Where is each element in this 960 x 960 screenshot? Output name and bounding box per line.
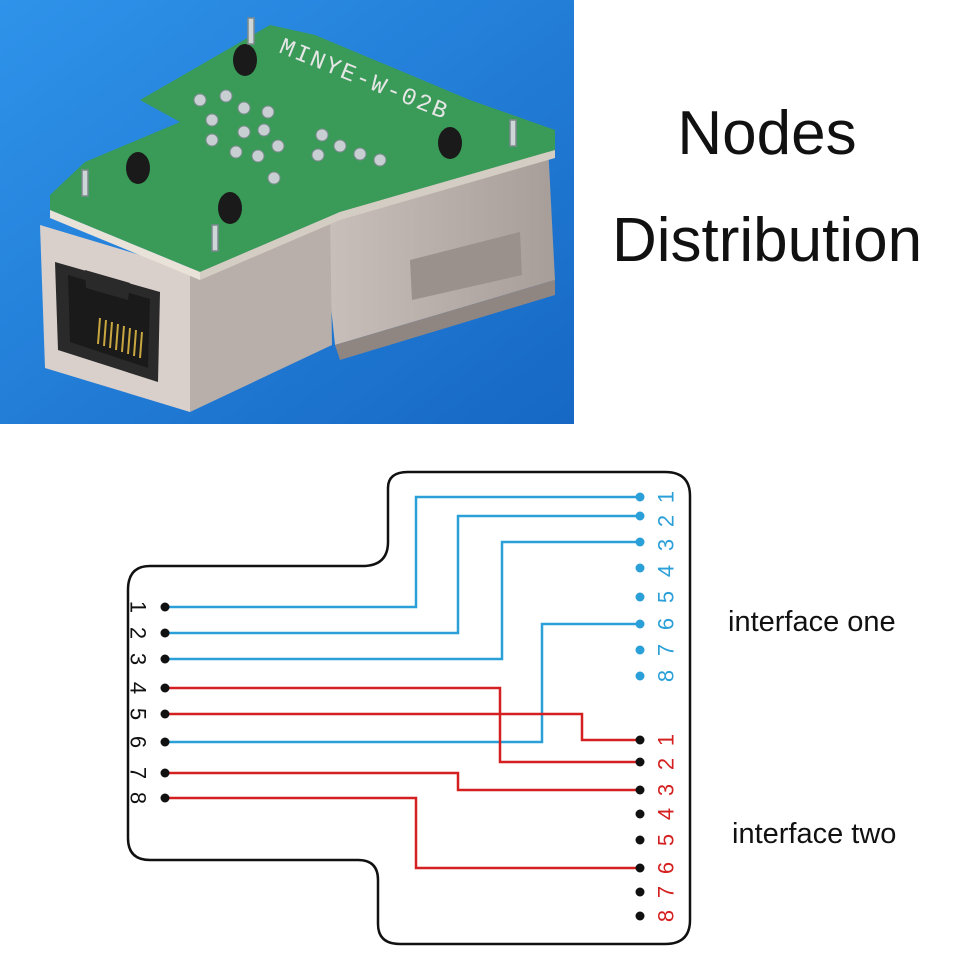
left-pin-dot <box>160 602 170 612</box>
iface1-pin-dot <box>635 492 645 502</box>
iface2-pin-dot <box>635 735 645 745</box>
iface2-pin-label: 6 <box>654 862 679 874</box>
interface-one-pins: 1 2 3 4 5 6 7 8 <box>635 491 679 682</box>
left-pin-dot <box>160 628 170 638</box>
iface1-pin-dot <box>635 511 645 521</box>
iface1-pin-label: 8 <box>654 670 679 682</box>
left-pin-label: 6 <box>126 736 151 748</box>
left-pin-dot <box>160 793 170 803</box>
left-pin-dot <box>160 683 170 693</box>
iface1-pin-label: 1 <box>654 491 679 503</box>
iface2-pin-label: 4 <box>654 808 679 820</box>
left-pin-label: 2 <box>126 627 151 639</box>
wire-left2-to-iface1-pin2 <box>165 514 640 635</box>
left-pin-dot <box>160 768 170 778</box>
iface1-pin-label: 6 <box>654 618 679 630</box>
iface2-pin-label: 2 <box>654 758 679 770</box>
interface-two-pins: 1 2 3 4 5 6 7 8 <box>635 734 679 922</box>
left-pin-label: 1 <box>126 601 151 613</box>
interface-one-label: interface one <box>728 606 896 638</box>
port-contacts <box>97 317 143 359</box>
wire-left5-to-iface2-pin1 <box>165 712 640 742</box>
iface1-pin-dot <box>635 671 645 681</box>
rj45-port-opening <box>55 262 160 382</box>
iface1-pin-dot <box>635 645 645 655</box>
iface1-pin-dot <box>635 537 645 547</box>
iface2-pin-dot <box>635 785 645 795</box>
iface2-pin-label: 3 <box>654 784 679 796</box>
iface2-pin-label: 5 <box>654 834 679 846</box>
left-port: 1 2 3 4 5 6 7 8 <box>126 601 170 804</box>
pcb-solder-joints <box>193 89 387 185</box>
wire-left8-to-iface2-pin6 <box>165 796 640 870</box>
iface2-pin-label: 7 <box>654 886 679 898</box>
wire-left4-to-iface2-pin2 <box>165 686 640 764</box>
left-pin-dot <box>160 737 170 747</box>
iface1-pin-label: 3 <box>654 539 679 551</box>
pcb-shield-tabs <box>81 17 517 252</box>
left-pin-label: 3 <box>126 653 151 665</box>
wire-left7-to-iface2-pin3 <box>165 771 640 792</box>
wires <box>165 495 640 870</box>
wire-left6-to-iface1-pin6 <box>165 622 640 744</box>
left-pin-dot <box>160 654 170 664</box>
board-outline <box>126 470 692 946</box>
iface2-pin-label: 1 <box>654 734 679 746</box>
iface1-pin-label: 2 <box>654 515 679 527</box>
iface2-pin-dot <box>635 887 645 897</box>
iface2-pin-dot <box>635 863 645 873</box>
iface1-pin-dot <box>635 619 645 629</box>
iface1-pin-label: 7 <box>654 644 679 656</box>
iface1-pin-label: 5 <box>654 591 679 603</box>
iface2-pin-dot <box>635 809 645 819</box>
iface2-pin-label: 8 <box>654 910 679 922</box>
interface-two-label: interface two <box>732 818 897 850</box>
iface1-pin-dot <box>635 563 645 573</box>
wiring-diagram: 1 2 3 4 5 6 7 8 1 2 3 4 5 6 7 8 1 <box>126 470 692 946</box>
left-pin-label: 8 <box>126 792 151 804</box>
left-pin-label: 4 <box>126 682 151 694</box>
title-line-2: Distribution <box>611 206 923 275</box>
title-line-1: Nodes <box>677 99 857 168</box>
iface2-pin-dot <box>635 911 645 921</box>
product-photo: MINYE-W-02B <box>0 0 574 424</box>
iface2-pin-dot <box>635 835 645 845</box>
left-pin-label: 7 <box>126 767 151 779</box>
pcb-mounting-posts <box>126 44 462 224</box>
wire-left3-to-iface1-pin3 <box>165 540 640 661</box>
iface2-pin-dot <box>635 757 645 767</box>
rj45-jack-left <box>40 215 332 412</box>
left-pin-dot <box>160 709 170 719</box>
left-pin-label: 5 <box>126 708 151 720</box>
wire-left1-to-iface1-pin1 <box>165 495 640 609</box>
iface1-pin-label: 4 <box>654 565 679 577</box>
iface1-pin-dot <box>635 592 645 602</box>
